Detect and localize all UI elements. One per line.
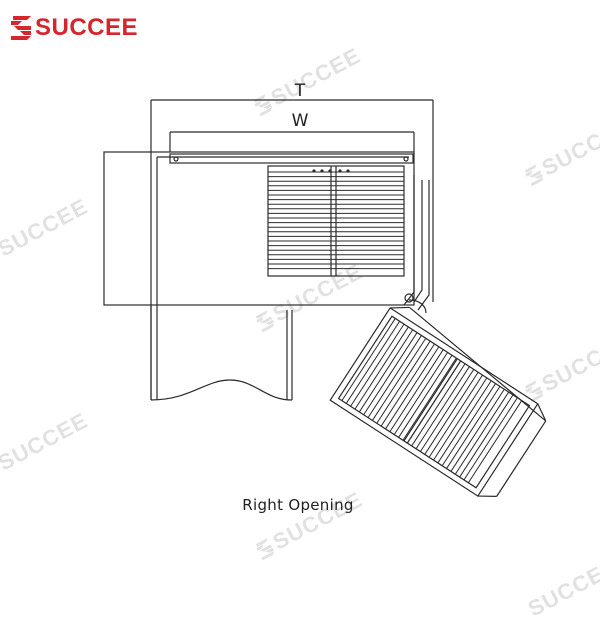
slat-line xyxy=(463,397,518,481)
cabinet-base-section xyxy=(150,305,293,401)
inner-basket xyxy=(267,165,405,277)
slat-line xyxy=(419,369,475,452)
slat-line xyxy=(363,332,418,416)
slat-line xyxy=(428,374,483,458)
swing-basket xyxy=(329,306,547,497)
dimension-label-w: W xyxy=(292,111,309,131)
slat-line xyxy=(450,388,505,472)
brand-name: SUCCEE xyxy=(35,14,139,41)
brand-logo: SUCCEE xyxy=(10,14,138,42)
slat-line xyxy=(406,360,462,444)
product-diagram-page: SUCCEE SUCCEE SUCCEE SUCCEE SUCCEE SUCCE… xyxy=(0,14,600,622)
diagram-caption: Right Opening xyxy=(242,496,354,514)
mounting-rail xyxy=(169,153,414,164)
slat-line xyxy=(402,357,457,441)
succee-stripe-logo-icon xyxy=(11,16,31,40)
slat-line xyxy=(350,323,405,407)
slat-line xyxy=(354,326,409,410)
slat-line xyxy=(385,346,440,430)
dimension-w xyxy=(169,131,415,152)
swing-basket-slats xyxy=(341,318,523,484)
slat-line xyxy=(437,380,492,464)
slat-line xyxy=(372,337,427,421)
slat-line xyxy=(393,352,449,435)
inner-basket-slats xyxy=(268,171,404,270)
slat-line xyxy=(380,343,435,427)
slat-line xyxy=(446,386,501,469)
slat-line xyxy=(345,320,401,404)
slat-line xyxy=(454,391,510,475)
slat-line xyxy=(341,318,396,401)
slat-line xyxy=(424,371,479,455)
slat-line xyxy=(389,349,444,433)
dimension-label-t: T xyxy=(294,81,306,101)
slat-line xyxy=(411,363,466,447)
slat-line xyxy=(415,366,470,450)
slat-line xyxy=(467,400,523,484)
swing-arm xyxy=(403,175,430,314)
slat-line xyxy=(459,394,514,478)
slat-line xyxy=(358,329,414,413)
slat-line xyxy=(398,354,453,438)
slat-line xyxy=(433,377,488,461)
slat-line xyxy=(367,335,422,418)
corner-cabinet-diagram: T W xyxy=(103,81,547,497)
slat-line xyxy=(441,383,496,467)
basket-knobs xyxy=(312,169,350,173)
slat-line xyxy=(376,340,431,424)
